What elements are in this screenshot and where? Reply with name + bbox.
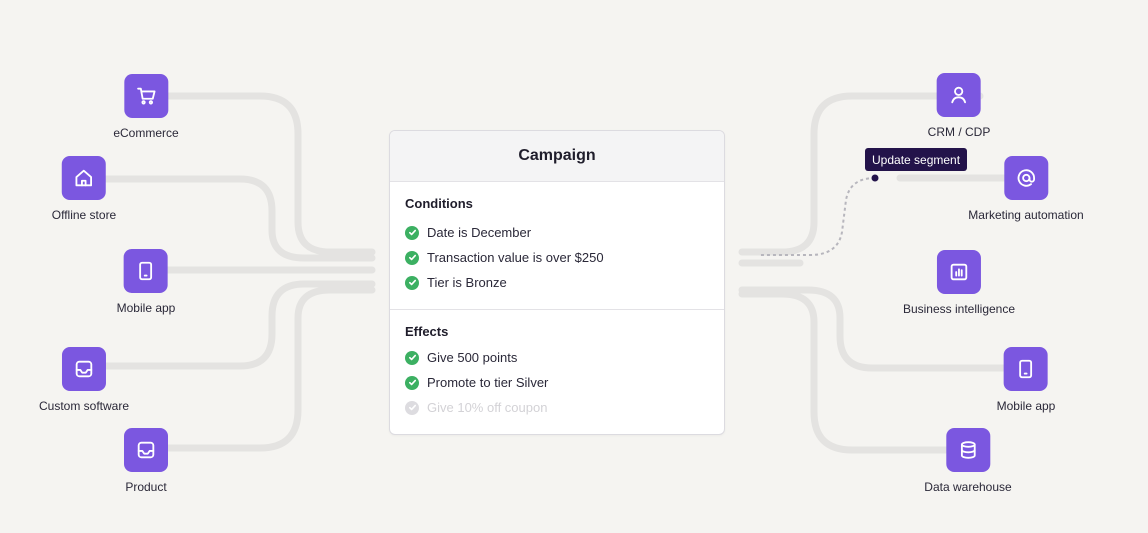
destination-label: Mobile app [996,399,1056,413]
source-label: eCommerce [113,126,179,140]
condition-text: Transaction value is over $250 [427,250,604,265]
campaign-card: Campaign Conditions Date is December Tra… [389,130,725,435]
source-label: Custom software [38,399,130,413]
destination-label: Data warehouse [924,480,1012,494]
effect-item-inactive: Give 10% off coupon [405,395,709,420]
check-icon [405,275,419,290]
condition-item: Transaction value is over $250 [405,245,709,270]
source-label: Offline store [51,208,117,222]
wire-mobile-app-right [738,286,1008,372]
wire-product [164,286,376,452]
effects-heading: Effects [405,324,449,339]
effect-item: Promote to tier Silver [405,370,709,395]
wire-ecommerce [164,92,376,256]
campaign-title: Campaign [390,131,724,182]
update-segment-tooltip: Update segment [865,148,968,171]
destination-business-intelligence[interactable]: Business intelligence [903,250,1015,316]
dashed-segment-line [758,177,876,256]
destination-label: Marketing automation [968,208,1084,222]
check-icon [405,400,419,415]
check-icon [405,250,419,265]
effect-text: Promote to tier Silver [427,375,549,390]
destination-data-warehouse[interactable]: Data warehouse [924,428,1012,494]
destination-mobile-app[interactable]: Mobile app [996,347,1056,413]
destination-crm-cdp[interactable]: CRM / CDP [927,73,991,139]
effect-text: Give 10% off coupon [427,400,548,415]
wire-crm [738,92,984,256]
check-icon [405,225,419,240]
effects-section: Effects Give 500 points Promote to tier … [390,310,724,420]
inbox-icon [124,428,168,472]
inbox-icon [62,347,106,391]
effect-text: Give 500 points [427,350,518,365]
home-icon [61,156,106,200]
user-icon [936,73,981,117]
destination-label: Business intelligence [902,302,1016,316]
conditions-section: Conditions Date is December Transaction … [390,182,724,310]
wire-custom-software [102,280,376,370]
condition-item: Date is December [405,220,709,245]
database-icon [945,428,990,472]
conditions-heading: Conditions [405,196,473,211]
segment-dot [871,174,879,182]
at-icon [1004,156,1048,200]
source-custom-software[interactable]: Custom software [39,347,129,413]
source-label: Product [125,480,167,494]
effect-item: Give 500 points [405,345,709,370]
destination-marketing-automation[interactable]: Marketing automation [968,156,1084,222]
source-offline-store[interactable]: Offline store [52,156,116,222]
source-ecommerce[interactable]: eCommerce [113,74,179,140]
check-icon [405,350,419,365]
source-mobile-app[interactable]: Mobile app [116,249,176,315]
check-icon [405,375,419,390]
wire-data-warehouse [738,290,950,454]
cart-icon [123,74,168,118]
source-label: Mobile app [116,301,176,315]
destination-label: CRM / CDP [927,125,991,139]
source-product[interactable]: Product [124,428,168,494]
condition-item: Tier is Bronze [405,270,709,295]
mobile-icon [1004,347,1048,391]
wire-offline-store [102,175,376,262]
mobile-icon [124,249,168,293]
chart-icon [936,250,981,294]
condition-text: Date is December [427,225,532,240]
condition-text: Tier is Bronze [427,275,507,290]
